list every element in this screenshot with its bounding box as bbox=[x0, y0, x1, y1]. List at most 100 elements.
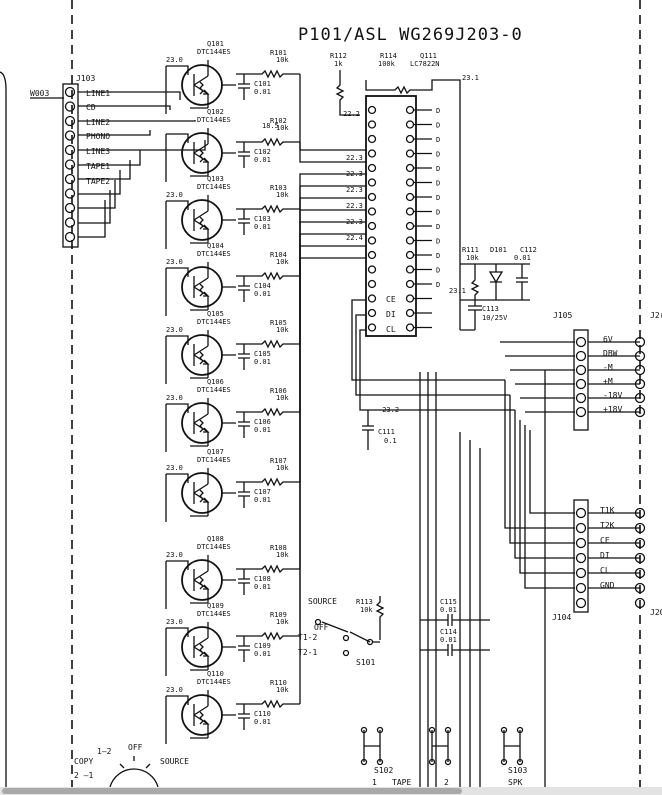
j105-pin bbox=[575, 378, 587, 390]
transistor-part: DTC144ES bbox=[197, 48, 231, 56]
transistor-part: DTC144ES bbox=[197, 456, 231, 464]
resistor-value: 10k bbox=[276, 326, 289, 334]
resistor-value: 10k bbox=[276, 618, 289, 626]
capacitor-value: 0.01 bbox=[254, 88, 271, 96]
j103-pin bbox=[64, 231, 76, 243]
transistor-ref: Q108 bbox=[207, 535, 224, 543]
ic-pin-voltage: 22.4 bbox=[346, 234, 363, 242]
ic-pin-right bbox=[405, 178, 415, 187]
j104-pin-gnd: GND bbox=[600, 581, 615, 590]
j103-pins bbox=[64, 86, 76, 243]
switch-contact bbox=[376, 726, 384, 734]
capacitor-ref: C110 bbox=[254, 710, 271, 718]
resistor-value: 10k bbox=[276, 56, 289, 64]
capacitor-ref: C107 bbox=[254, 488, 271, 496]
horizontal-scrollbar[interactable] bbox=[0, 787, 662, 795]
j104-pin bbox=[575, 537, 587, 549]
c111-value: 0.1 bbox=[384, 437, 397, 445]
j103-pin bbox=[64, 130, 76, 141]
j104-pin-t1k: T1K bbox=[600, 506, 615, 515]
resistor-ref: R108 bbox=[270, 544, 287, 552]
bottom-switch-contacts bbox=[360, 726, 524, 766]
c115-value: 0.01 bbox=[440, 606, 457, 614]
scrollbar-thumb[interactable] bbox=[2, 788, 462, 794]
j103-pin bbox=[64, 217, 76, 228]
resistor-value: 10k bbox=[276, 258, 289, 266]
c114-label: C114 bbox=[440, 628, 457, 636]
j105-pin bbox=[575, 406, 587, 418]
j103-pin-line3: LINE3 bbox=[86, 147, 110, 156]
switch-off-label: OFF bbox=[314, 623, 329, 632]
j103-wire bbox=[78, 160, 131, 180]
j104-label: J104 bbox=[552, 613, 571, 622]
c111-label: C111 bbox=[378, 428, 395, 436]
j104-pin bbox=[575, 522, 587, 534]
ic-pin-left bbox=[367, 294, 377, 303]
j104-pin-cl: CL bbox=[600, 566, 610, 575]
capacitor-value: 0.01 bbox=[254, 496, 271, 504]
ic-pin-left bbox=[367, 120, 377, 129]
j103-wire bbox=[78, 190, 111, 224]
transistor-part: DTC144ES bbox=[197, 678, 231, 686]
ic-pin-right bbox=[405, 323, 415, 332]
ic-pin-right bbox=[405, 207, 415, 216]
ic-d-label: D bbox=[436, 180, 440, 188]
ic-pin-right bbox=[405, 308, 415, 318]
j103-wire bbox=[78, 120, 196, 122]
j105-pin-6v: 6V bbox=[603, 335, 613, 344]
ic-pin-right bbox=[405, 120, 415, 129]
switch-contact bbox=[500, 758, 508, 766]
resistor-ref: R106 bbox=[270, 387, 287, 395]
stage-voltage: 23.0 bbox=[166, 258, 183, 266]
j103-wire bbox=[78, 140, 206, 151]
capacitor-value: 0.01 bbox=[254, 718, 271, 726]
ic-pin-left bbox=[367, 192, 377, 202]
c113-value: 10/25V bbox=[482, 314, 508, 322]
s103-spk: SPK bbox=[508, 778, 523, 787]
transistor-part: DTC144ES bbox=[197, 250, 231, 258]
r111-value: 10k bbox=[466, 254, 479, 262]
ic-d-label: D bbox=[436, 165, 440, 173]
stage-voltage: 18.5 bbox=[262, 122, 279, 130]
j105-pin bbox=[575, 336, 587, 348]
resistor-ref: R107 bbox=[270, 457, 287, 465]
j103-pin-cd: CD bbox=[86, 103, 96, 112]
ic-pin-left bbox=[367, 134, 377, 144]
j105-pin-dbw: DBW bbox=[603, 349, 618, 358]
ic-d-label: D bbox=[436, 122, 440, 130]
ic-pin-left bbox=[367, 308, 377, 318]
copy-label: COPY bbox=[74, 757, 93, 766]
ic-d-label: D bbox=[436, 267, 440, 275]
c113-label: C113 bbox=[482, 305, 499, 313]
j2-right-label: J2( bbox=[650, 311, 662, 320]
copy-pos-21: 2 —1 bbox=[74, 771, 93, 780]
j103-label: J103 bbox=[76, 74, 95, 83]
switch-contact bbox=[444, 758, 452, 766]
ic-pin-left bbox=[367, 236, 377, 245]
j104-pin bbox=[575, 597, 587, 609]
stage-voltage: 23.0 bbox=[166, 464, 183, 472]
capacitor-value: 0.01 bbox=[254, 290, 271, 298]
ic-pin-voltage: 22.3 bbox=[346, 170, 363, 178]
ic-pin-right bbox=[405, 265, 415, 274]
j103-wire bbox=[78, 105, 171, 110]
switch-t12-label: T1-2 bbox=[298, 633, 317, 642]
w003-label: W003 bbox=[30, 89, 49, 98]
capacitor-ref: C104 bbox=[254, 282, 271, 290]
c112-value: 0.01 bbox=[514, 254, 531, 262]
j105-label: J105 bbox=[553, 311, 572, 320]
j103-wire bbox=[78, 130, 151, 136]
s102-pos1: 1 bbox=[372, 778, 377, 787]
ic-pin-right bbox=[405, 163, 415, 173]
capacitor-ref: C103 bbox=[254, 215, 271, 223]
r113-label: R113 bbox=[356, 598, 373, 606]
j104-pin-di: DI bbox=[600, 551, 610, 560]
resistor-value: 10k bbox=[276, 394, 289, 402]
ic-pin-left bbox=[367, 221, 377, 231]
